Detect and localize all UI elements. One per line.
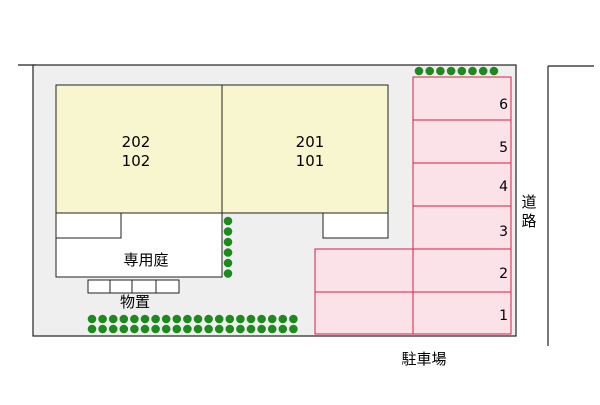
- hedge-shrub: [204, 324, 213, 334]
- hedge-shrub: [223, 216, 233, 226]
- parking-number-5: 5: [499, 140, 508, 156]
- hedge-shrub: [214, 314, 224, 324]
- hedge-vertical-column: [223, 216, 233, 278]
- hedge-shrub: [257, 324, 266, 334]
- hedge-shrub: [87, 314, 97, 324]
- hedge-shrub: [414, 66, 424, 76]
- parking-number-1: 1: [499, 308, 508, 324]
- storage-label: 物置: [120, 293, 150, 311]
- parking-space-4: [412, 162, 512, 207]
- hedge-shrub: [183, 314, 192, 324]
- hedge-shrub: [183, 324, 192, 334]
- hedge-shrub: [246, 324, 256, 334]
- hedge-shrub: [246, 314, 256, 324]
- hedge-shrub: [289, 324, 298, 334]
- hedge-shrub: [98, 324, 107, 334]
- parking-space-6: [412, 76, 512, 121]
- hedge-shrub: [161, 324, 171, 334]
- storage-shed: [131, 279, 157, 294]
- storage-shed: [87, 279, 111, 294]
- hedge-shrub: [267, 324, 277, 334]
- hedge-shrub: [204, 314, 213, 324]
- hedge-shrub: [223, 258, 233, 268]
- hedge-shrub: [119, 324, 129, 334]
- hedge-shrub: [468, 66, 477, 76]
- hedge-shrub: [257, 314, 266, 324]
- hedge-shrub: [151, 314, 160, 324]
- hedge-shrub: [225, 324, 235, 334]
- hedge-shrub: [87, 324, 97, 334]
- hedge-shrub: [236, 314, 245, 324]
- parking-extension-upper: [314, 248, 414, 293]
- parking-space-5: [412, 119, 512, 164]
- hedge-shrub: [193, 314, 203, 324]
- parking-space-1: [412, 291, 512, 335]
- building-unit-left: [55, 84, 223, 214]
- parking-number-6: 6: [499, 97, 508, 113]
- parking-number-4: 4: [499, 179, 508, 195]
- hedge-shrub: [108, 314, 118, 324]
- storage-shed: [155, 279, 180, 294]
- balcony-right: [322, 212, 389, 239]
- hedge-shrub: [478, 66, 488, 76]
- hedge-shrub: [289, 314, 298, 324]
- hedge-shrub: [130, 314, 139, 324]
- hedge-shrub: [108, 324, 118, 334]
- hedge-shrub: [425, 66, 435, 76]
- hedge-shrub: [172, 324, 182, 334]
- parking-space-3: [412, 205, 512, 250]
- hedge-top-row: [414, 66, 499, 76]
- hedge-shrub: [278, 324, 288, 334]
- hedge-shrub: [267, 314, 277, 324]
- hedge-shrub: [223, 227, 233, 236]
- road-label-char-1: 道: [521, 193, 536, 211]
- hedge-shrub: [193, 324, 203, 334]
- balcony-left: [55, 212, 122, 239]
- hedge-shrub: [161, 314, 171, 324]
- hedge-shrub: [214, 324, 224, 334]
- parking-number-3: 3: [499, 224, 508, 240]
- unit-label-201: 201: [296, 133, 325, 151]
- hedge-shrub: [236, 324, 245, 334]
- parking-space-2: [412, 248, 512, 293]
- hedge-shrub: [140, 324, 150, 334]
- road-label-char-2: 路: [521, 212, 536, 230]
- unit-label-102: 102: [122, 152, 151, 170]
- hedge-bottom-row: [87, 314, 298, 334]
- hedge-shrub: [130, 324, 139, 334]
- parking-extension-lower: [314, 291, 414, 335]
- hedge-shrub: [457, 66, 467, 76]
- hedge-shrub: [436, 66, 445, 76]
- hedge-shrub: [98, 314, 107, 324]
- hedge-shrub: [223, 237, 233, 247]
- hedge-shrub: [119, 314, 129, 324]
- storage-sheds: [87, 279, 180, 294]
- parking-area: [314, 76, 512, 335]
- hedge-shrub: [225, 314, 235, 324]
- hedge-shrub: [446, 66, 456, 76]
- unit-label-101: 101: [296, 152, 325, 170]
- hedge-shrub: [223, 248, 233, 257]
- parking-number-2: 2: [499, 266, 508, 282]
- building-unit-right: [221, 84, 389, 214]
- hedge-shrub: [151, 324, 160, 334]
- hedge-shrub: [140, 314, 150, 324]
- hedge-shrub: [489, 66, 499, 76]
- hedge-shrub: [223, 269, 233, 278]
- hedge-shrub: [172, 314, 182, 324]
- hedge-shrub: [278, 314, 288, 324]
- storage-shed: [109, 279, 133, 294]
- garden-label: 専用庭: [123, 251, 168, 269]
- parking-title: 駐車場: [401, 350, 446, 368]
- unit-label-202: 202: [122, 133, 151, 151]
